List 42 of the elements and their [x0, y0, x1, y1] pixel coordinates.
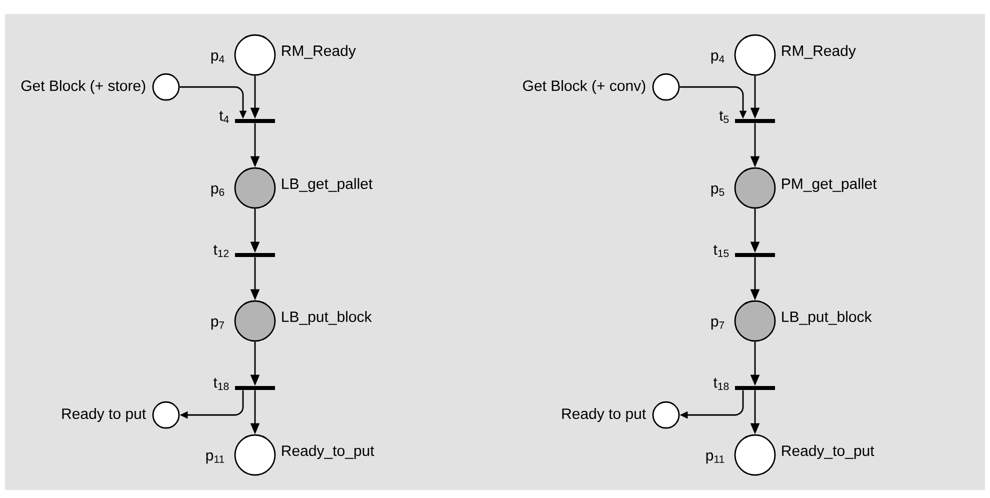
input-circle	[152, 401, 180, 429]
place-name: RM_Ready	[282, 45, 356, 59]
input-circle	[652, 401, 680, 429]
place-label: p$_{4}$	[711, 52, 724, 64]
transition-label: t$_{5}$	[719, 110, 729, 124]
transition-bar	[735, 386, 775, 390]
transition-bar	[735, 253, 775, 257]
input-circle	[652, 73, 680, 101]
place-label: p$_{5}$	[711, 185, 724, 197]
transition-label: t$_{12}$	[213, 244, 229, 258]
place-label: p$_{7}$	[711, 318, 724, 330]
place-label: p$_{7}$	[211, 318, 224, 330]
place-label: p$_{6}$	[211, 185, 224, 197]
input-label: Get Block (+ conv)	[523, 80, 646, 94]
place-name: RM_Ready	[782, 45, 856, 59]
place-circle	[234, 434, 276, 476]
input-circle	[152, 73, 180, 101]
transition-bar	[235, 386, 275, 390]
place-label: p$_{4}$	[211, 52, 224, 64]
place-label: p$_{11}$	[206, 452, 224, 464]
place-name: LB_put_block	[782, 311, 872, 325]
place-circle	[734, 167, 776, 209]
input-label: Ready to put	[562, 408, 646, 422]
place-name: LB_get_pallet	[282, 178, 373, 192]
place-name: LB_put_block	[282, 311, 372, 325]
place-name: Ready_to_put	[782, 445, 874, 459]
place-name: Ready_to_put	[282, 445, 374, 459]
transition-label: t$_{18}$	[213, 378, 229, 390]
transition-label: t$_{18}$	[713, 378, 729, 390]
input-label: Get Block (+ store)	[21, 80, 146, 94]
place-circle	[234, 167, 276, 209]
place-circle	[234, 300, 276, 342]
place-name: PM_get_pallet	[782, 178, 877, 192]
place-circle	[734, 34, 776, 76]
place-circle	[734, 300, 776, 342]
place-label: p$_{11}$	[706, 452, 724, 464]
place-circle	[734, 434, 776, 476]
transition-label: t$_{15}$	[713, 244, 729, 258]
transition-bar	[235, 253, 275, 257]
input-label: Ready to put	[62, 408, 146, 422]
place-circle	[234, 34, 276, 76]
transition-label: t$_{4}$	[219, 111, 229, 123]
